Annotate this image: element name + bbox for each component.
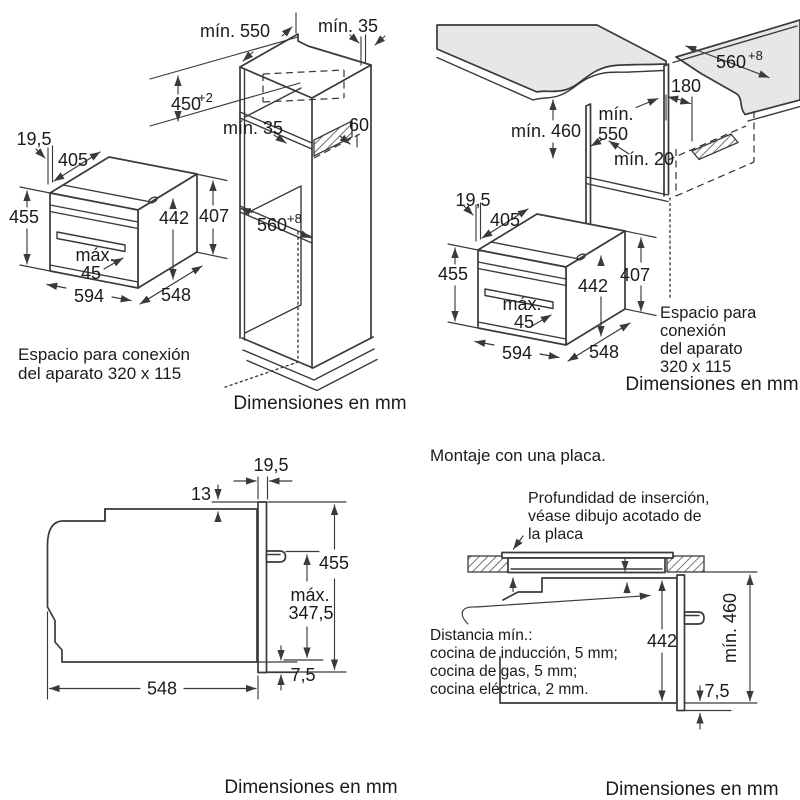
tr-caption: Dimensiones en mm <box>625 374 798 395</box>
dim-min550-l2: 550 <box>598 124 628 144</box>
oven-dim-442: 442 <box>578 276 608 296</box>
dim-560-label: 560 <box>716 52 746 72</box>
oven-dim-548: 548 <box>161 285 191 305</box>
dim-min550-label: mín. 550 <box>200 21 270 41</box>
min-distance-callout: Distancia mín.: cocina de inducción, 5 m… <box>430 592 651 698</box>
callout-dist-l1: Distancia mín.: <box>430 627 533 644</box>
tl-note: Espacio para conexión del aparato 320 x … <box>18 345 190 383</box>
insertion-depth-callout: Profundidad de inserción, véase dibujo a… <box>512 490 709 550</box>
dim-560-sup: +8 <box>287 211 302 226</box>
oven-dim-594: 594 <box>502 343 532 363</box>
dim-450-sup: +2 <box>198 90 213 105</box>
note-line2: del aparato 320 x 115 <box>18 364 181 383</box>
oven-side-profile-drawing <box>46 501 287 674</box>
panel-top-right: 560 +8 180 mín. 460 mín. 550 mín. 20 19,… <box>436 19 800 395</box>
callout-depth-l1: Profundidad de inserción, <box>528 490 709 507</box>
panel-top-left: mín. 550 mín. 35 450 +2 mín. 35 60 560 +… <box>9 12 407 414</box>
note-line4: 320 x 115 <box>660 358 731 376</box>
dim-min460-label: mín. 460 <box>511 121 581 141</box>
callout-depth-l2: véase dibujo acotado de <box>528 508 702 525</box>
oven-handle <box>265 550 287 563</box>
note-line1: Espacio para <box>660 304 757 322</box>
oven-dim-max-l1: máx. <box>75 245 114 265</box>
oven-dim-455: 455 <box>438 264 468 284</box>
tl-dimensions: mín. 550 mín. 35 450 +2 mín. 35 60 560 +… <box>9 12 386 306</box>
connection-leader-dotted <box>223 231 299 389</box>
dim-442-label: 442 <box>647 631 677 651</box>
oven-dim-max-l1: máx. <box>502 294 541 314</box>
oven-dim-442: 442 <box>159 208 189 228</box>
dim-min20-label: mín. 20 <box>614 149 674 169</box>
tr-oven-dimensions: 19,5 405 455 442 407 máx. 45 594 548 <box>438 190 657 363</box>
oven-handle-br <box>683 611 705 625</box>
connection-space-hatch <box>313 119 353 158</box>
note-line2: conexión <box>660 322 726 340</box>
worktop-hatch-right <box>666 555 705 573</box>
note-line3: del aparato <box>660 340 743 358</box>
niche-walls-drawing <box>585 63 755 234</box>
oven-dim-405: 405 <box>58 150 88 170</box>
dim-7-5-label: 7,5 <box>704 681 729 701</box>
oven-dim-max-l2: 45 <box>81 263 101 283</box>
callout-dist-l3: cocina de gas, 5 mm; <box>430 663 577 680</box>
dim-560-label: 560 <box>257 215 287 235</box>
dim-min460-label: mín. 460 <box>720 593 740 663</box>
dim-min35-top-label: mín. 35 <box>318 16 378 36</box>
br-caption: Dimensiones en mm <box>605 779 778 800</box>
panel-bottom-right: Montaje con una placa. Profundidad de in… <box>430 446 779 800</box>
oven-door-panel <box>257 501 268 674</box>
dim-7-5-label: 7,5 <box>290 665 315 685</box>
connection-space-hatch-tr <box>690 133 740 161</box>
tall-cabinet-drawing <box>239 33 378 392</box>
cooktop-body <box>507 557 666 574</box>
dim-60-label: 60 <box>349 115 369 135</box>
bl-caption: Dimensiones en mm <box>224 777 397 798</box>
dim-max-l1: máx. <box>290 585 329 605</box>
bl-dimensions: 19,5 13 455 máx. 347,5 7,5 548 <box>46 455 349 700</box>
callout-dist-l4: cocina eléctrica, 2 mm. <box>430 681 589 698</box>
oven-dim-548: 548 <box>589 342 619 362</box>
oven-dim-19-5: 19,5 <box>16 129 51 149</box>
dim-13-label: 13 <box>191 484 211 504</box>
callout-dist-l2: cocina de inducción, 5 mm; <box>430 645 618 662</box>
dim-19-5-label: 19,5 <box>253 455 288 475</box>
dim-min35-mid-label: mín. 35 <box>223 118 283 138</box>
dim-560-sup: +8 <box>748 48 763 63</box>
worktop-cross-section <box>467 551 758 574</box>
note-line1: Espacio para conexión <box>18 345 190 364</box>
oven-dim-407: 407 <box>620 265 650 285</box>
callout-depth-l3: la placa <box>528 526 583 543</box>
oven-door-panel-br <box>676 574 686 712</box>
dim-max-l2: 347,5 <box>288 603 333 623</box>
tr-upper-dimensions: 560 +8 180 mín. 460 mín. 550 mín. 20 <box>511 45 770 169</box>
dim-548-label: 548 <box>147 679 177 699</box>
dim-455-label: 455 <box>319 553 349 573</box>
oven-dim-594: 594 <box>74 286 104 306</box>
dim-450-label: 450 <box>171 94 201 114</box>
oven-dim-19-5: 19,5 <box>455 190 490 210</box>
oven-dim-405: 405 <box>490 210 520 230</box>
tl-caption: Dimensiones en mm <box>233 393 406 414</box>
oven-under-cooktop-drawing <box>499 574 705 712</box>
tr-note: Espacio para conexión del aparato 320 x … <box>660 304 757 376</box>
dim-180-label: 180 <box>671 76 701 96</box>
br-dimensions: 442 mín. 460 7,5 <box>647 574 758 730</box>
oven-dim-407: 407 <box>199 206 229 226</box>
panel-bottom-left: 19,5 13 455 máx. 347,5 7,5 548 Dimension… <box>46 455 398 798</box>
dim-min550-l1: mín. <box>598 104 633 124</box>
oven-dim-max-l2: 45 <box>514 312 534 332</box>
oven-dim-455: 455 <box>9 207 39 227</box>
br-title: Montaje con una placa. <box>430 446 606 465</box>
